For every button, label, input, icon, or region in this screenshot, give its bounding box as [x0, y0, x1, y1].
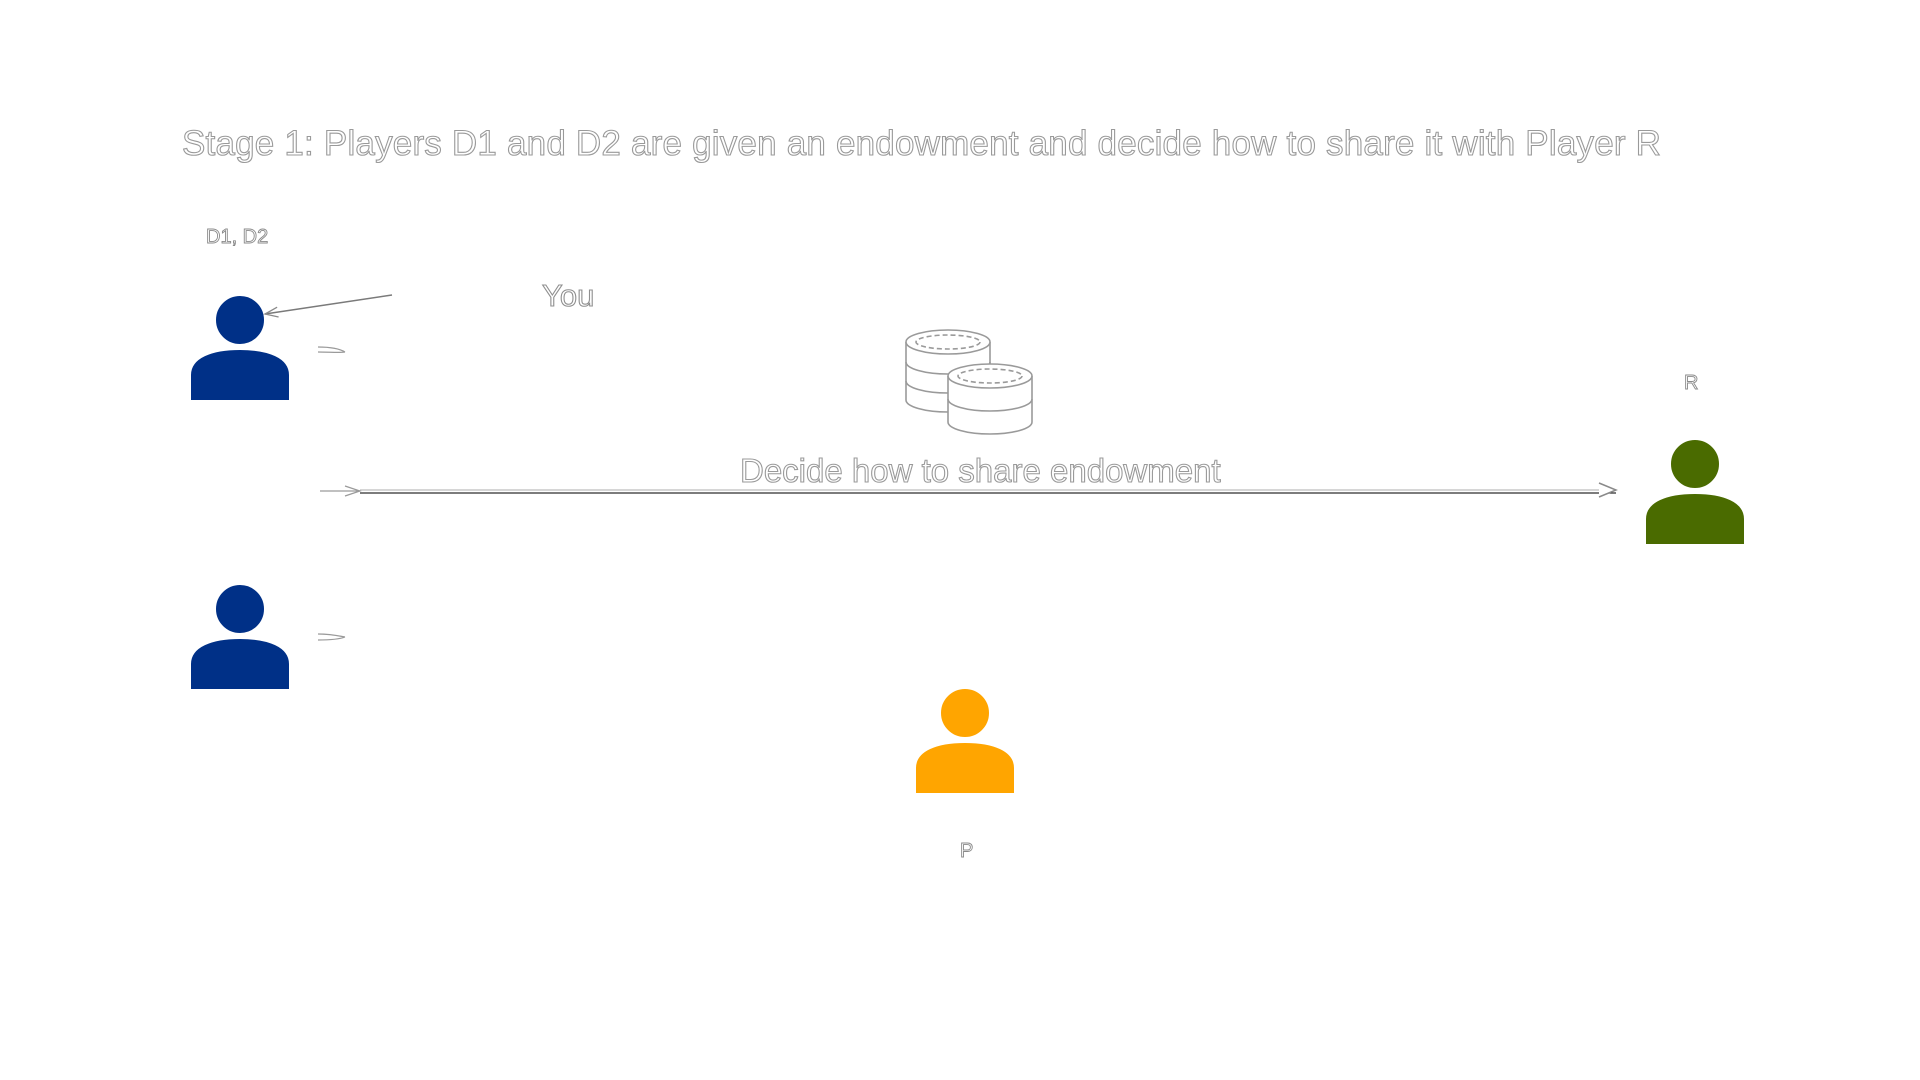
transfer-arrow-stub-head [344, 485, 362, 497]
punisher-label: P [960, 840, 974, 863]
player-d2-body [190, 636, 290, 690]
player-d2-icon [190, 584, 290, 690]
coin-stack-icon [905, 329, 1033, 435]
player-d1-icon [190, 295, 290, 401]
player-r-body [1645, 491, 1745, 545]
page-title: Stage 1: Players D1 and D2 are given an … [181, 123, 1662, 163]
player-r-head [1669, 439, 1721, 490]
d1-connector-tick [317, 346, 346, 354]
player-p-icon [915, 688, 1015, 794]
player-p-body [915, 740, 1015, 794]
you-pointer-arrow [263, 294, 393, 318]
dictators-label: D1, D2 [206, 226, 269, 249]
player-r-icon [1645, 439, 1745, 545]
recipient-label: R [1684, 372, 1699, 395]
player-d1-head [214, 295, 266, 346]
you-label: You [541, 277, 595, 313]
player-d2-head [214, 584, 266, 635]
player-d1-body [190, 347, 290, 401]
decide-label: Decide how to share endowment [739, 451, 1221, 489]
player-p-head [939, 688, 991, 739]
d2-connector-tick [317, 633, 346, 641]
